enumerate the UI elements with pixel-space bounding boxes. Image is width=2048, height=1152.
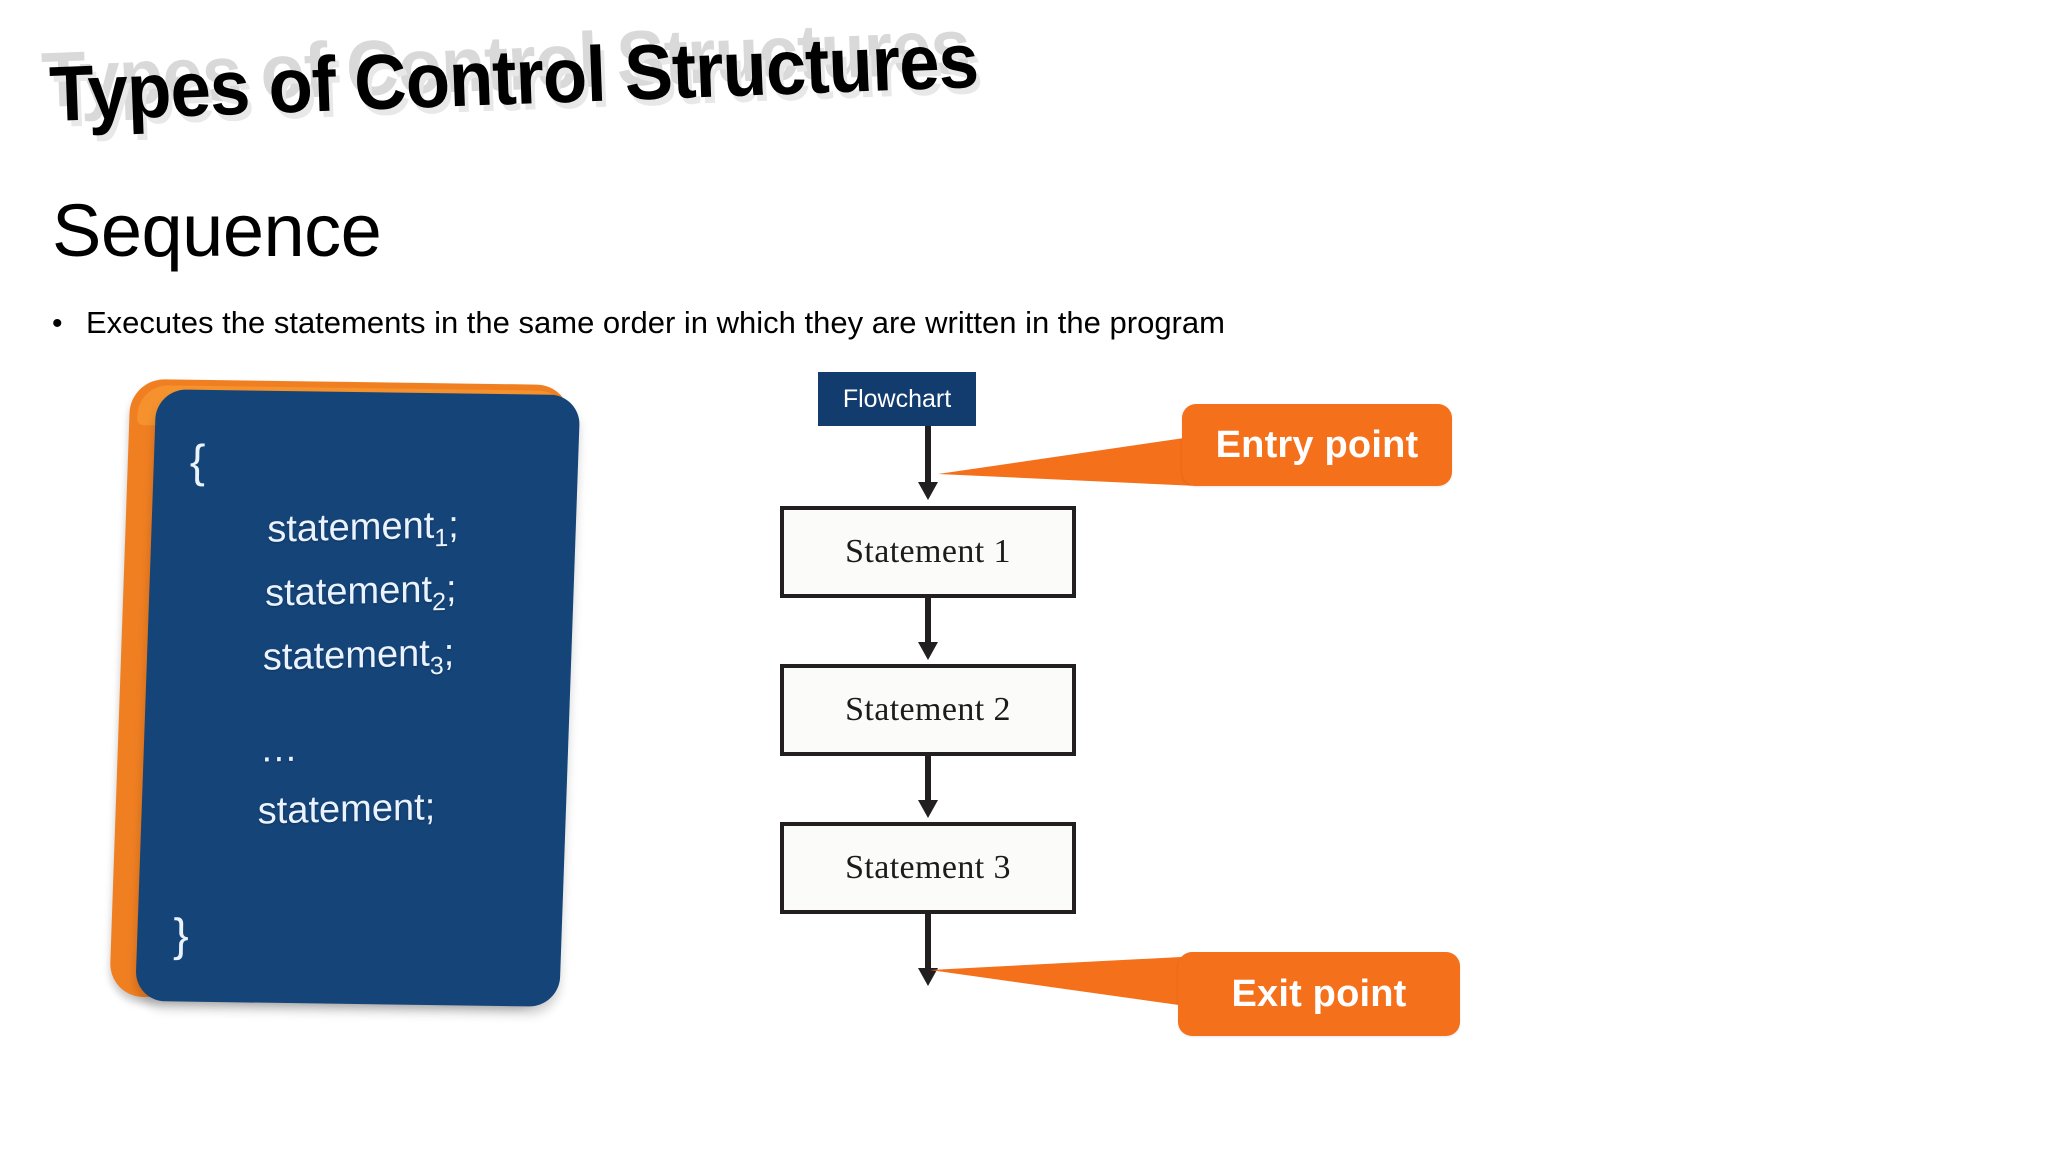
arrowhead-icon xyxy=(918,800,938,818)
bullet-text: Executes the statements in the same orde… xyxy=(86,305,1225,340)
bullet-list-item: • Executes the statements in the same or… xyxy=(52,305,1225,341)
code-line-statement-n: statement; xyxy=(258,786,436,832)
code-line-3-suffix: ; xyxy=(443,632,455,675)
code-line-5-suffix: ; xyxy=(424,786,436,829)
connector-arrow-exit xyxy=(918,914,938,992)
slide-title-block: Types of Control Structures Types of Con… xyxy=(40,2,1348,158)
arrowhead-icon xyxy=(918,642,938,660)
connector-stem xyxy=(925,598,931,644)
code-close-brace: } xyxy=(172,908,190,961)
arrowhead-icon xyxy=(918,482,938,500)
flowchart-box-statement-2: Statement 2 xyxy=(780,664,1076,756)
flowchart-box-statement-1: Statement 1 xyxy=(780,506,1076,598)
connector-stem xyxy=(925,914,931,970)
exit-point-callout: Exit point xyxy=(1178,952,1460,1036)
code-line-1-suffix: ; xyxy=(448,504,459,547)
code-line-5-text: statement xyxy=(257,786,425,833)
flowchart-box-2-label: Statement 2 xyxy=(845,691,1011,728)
flowchart-diagram: Flowchart Statement 1 Statement 2 Statem… xyxy=(780,372,1200,1032)
flowchart-box-statement-3: Statement 3 xyxy=(780,822,1076,914)
entry-point-callout: Entry point xyxy=(1182,404,1452,486)
flowchart-label-box: Flowchart xyxy=(818,372,976,426)
flowchart-box-1-label: Statement 1 xyxy=(845,533,1011,570)
connector-arrow-2-to-3 xyxy=(918,756,938,822)
connector-stem xyxy=(925,426,931,484)
code-line-statement-3: statement3; xyxy=(263,632,455,691)
code-line-ellipsis: … xyxy=(259,727,302,771)
entry-point-label: Entry point xyxy=(1215,424,1419,466)
code-line-2-subscript: 2 xyxy=(432,587,447,617)
code-line-statement-1: statement1; xyxy=(267,504,459,563)
flowchart-label-text: Flowchart xyxy=(842,385,952,413)
code-line-3-text: statement xyxy=(262,632,430,679)
code-line-statement-2: statement2; xyxy=(265,568,457,627)
section-heading: Sequence xyxy=(52,189,382,272)
code-card-illustration: { statement1; statement2; statement3; … … xyxy=(109,370,640,1040)
code-line-2-suffix: ; xyxy=(445,568,457,611)
connector-stem xyxy=(925,756,931,802)
code-line-2-text: statement xyxy=(264,568,433,615)
exit-point-label: Exit point xyxy=(1231,973,1407,1015)
code-open-brace: { xyxy=(189,434,206,487)
code-card-face: { statement1; statement2; statement3; … … xyxy=(135,389,581,1007)
code-line-1-text: statement xyxy=(267,504,435,551)
code-line-1-subscript: 1 xyxy=(434,523,449,553)
code-line-3-subscript: 3 xyxy=(429,651,444,681)
flowchart-box-3-label: Statement 3 xyxy=(845,849,1011,886)
connector-arrow-entry xyxy=(918,426,938,506)
bullet-dot-icon: • xyxy=(52,307,63,340)
connector-arrow-1-to-2 xyxy=(918,598,938,664)
arrowhead-icon xyxy=(918,968,938,986)
